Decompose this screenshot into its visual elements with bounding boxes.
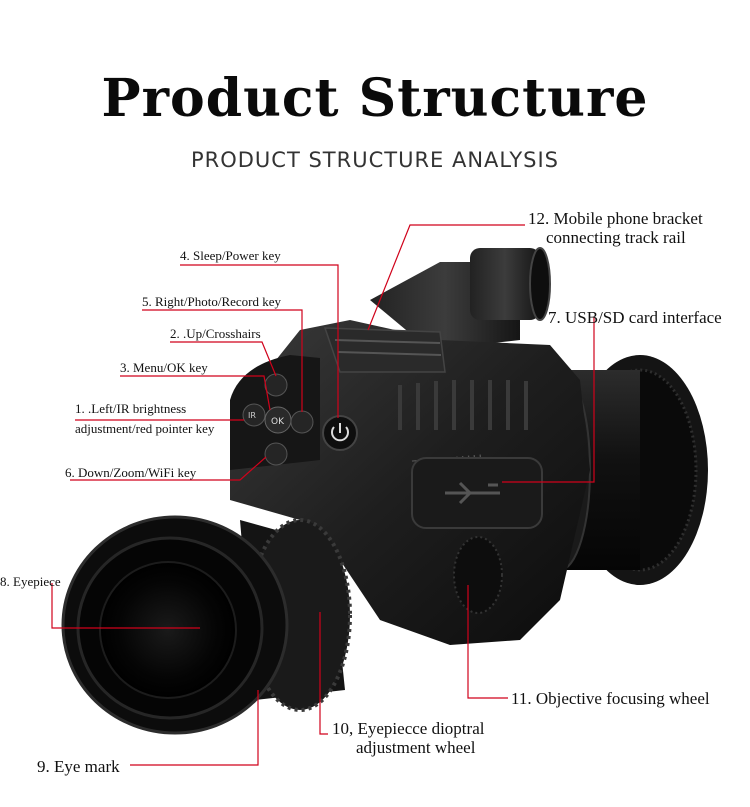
ir-button-mark: IR	[248, 411, 256, 420]
leader-12	[367, 224, 525, 331]
label-12-line-1: 12. Mobile phone bracket	[528, 209, 703, 228]
track-rail	[323, 327, 446, 373]
label-7-line-1: 7. USB/SD card interface	[548, 308, 722, 327]
label-10-line-1: 10, Eyepiecce dioptral	[332, 719, 485, 738]
down-zoom-button[interactable]	[264, 442, 288, 466]
usb-sd-cover	[411, 457, 543, 529]
label-10: 10, Eyepiecce dioptral adjustment wheel	[332, 719, 485, 757]
label-9-line-1: 9. Eye mark	[37, 757, 120, 776]
label-4-line-1: 4. Sleep/Power key	[180, 248, 281, 263]
leader-9	[130, 690, 259, 766]
ok-button-mark: OK	[271, 417, 285, 427]
up-button[interactable]	[264, 373, 288, 397]
label-5-line-1: 5. Right/Photo/Record key	[142, 294, 282, 309]
leader-6	[70, 456, 267, 481]
label-1-line-1: 1. .Left/IR brightness	[75, 401, 187, 416]
leader-lines	[51, 224, 595, 766]
label-5: 5. Right/Photo/Record key	[142, 294, 282, 309]
leader-4	[180, 264, 339, 418]
leader-8	[51, 583, 200, 629]
side-ribs	[398, 380, 528, 430]
ir-lamp-tube	[370, 247, 551, 350]
label-4: 4. Sleep/Power key	[180, 248, 281, 263]
page-title: Product Structure	[101, 68, 649, 129]
objective-focusing-wheel	[453, 536, 503, 614]
leader-7	[502, 317, 595, 483]
label-3: 3. Menu/OK key	[120, 360, 208, 375]
leader-5	[142, 309, 303, 412]
eyepiece-eyecup	[61, 515, 289, 735]
label-8: 8. Eyepiece	[0, 574, 61, 589]
label-1: 1. .Left/IR brightness adjustment/red po…	[75, 401, 215, 437]
leader-3	[120, 375, 271, 411]
label-7: 7. USB/SD card interface	[548, 308, 722, 328]
label-1-line-2: adjustment/red pointer key	[75, 421, 215, 437]
label-11-line-1: 11. Objective focusing wheel	[511, 689, 710, 708]
label-11: 11. Objective focusing wheel	[511, 689, 710, 709]
right-photo-button[interactable]	[290, 410, 314, 434]
label-2-line-1: 2. .Up/Crosshairs	[170, 326, 261, 341]
label-10-line-2: adjustment wheel	[356, 737, 476, 757]
leader-10	[319, 612, 328, 735]
label-3-line-1: 3. Menu/OK key	[120, 360, 208, 375]
label-8-line-1: 8. Eyepiece	[0, 574, 61, 589]
label-9: 9. Eye mark	[37, 757, 120, 777]
label-6: 6. Down/Zoom/WiFi key	[65, 465, 197, 480]
leader-2	[170, 341, 277, 377]
left-ir-button[interactable]	[242, 403, 266, 427]
label-6-line-1: 6. Down/Zoom/WiFi key	[65, 465, 197, 480]
label-12: 12. Mobile phone bracket connecting trac…	[528, 209, 703, 247]
power-icon	[331, 423, 349, 442]
label-12-line-2: connecting track rail	[546, 227, 686, 247]
leader-11	[467, 585, 508, 699]
page-subtitle: PRODUCT STRUCTURE ANALYSIS	[190, 148, 560, 172]
label-2: 2. .Up/Crosshairs	[170, 326, 261, 341]
